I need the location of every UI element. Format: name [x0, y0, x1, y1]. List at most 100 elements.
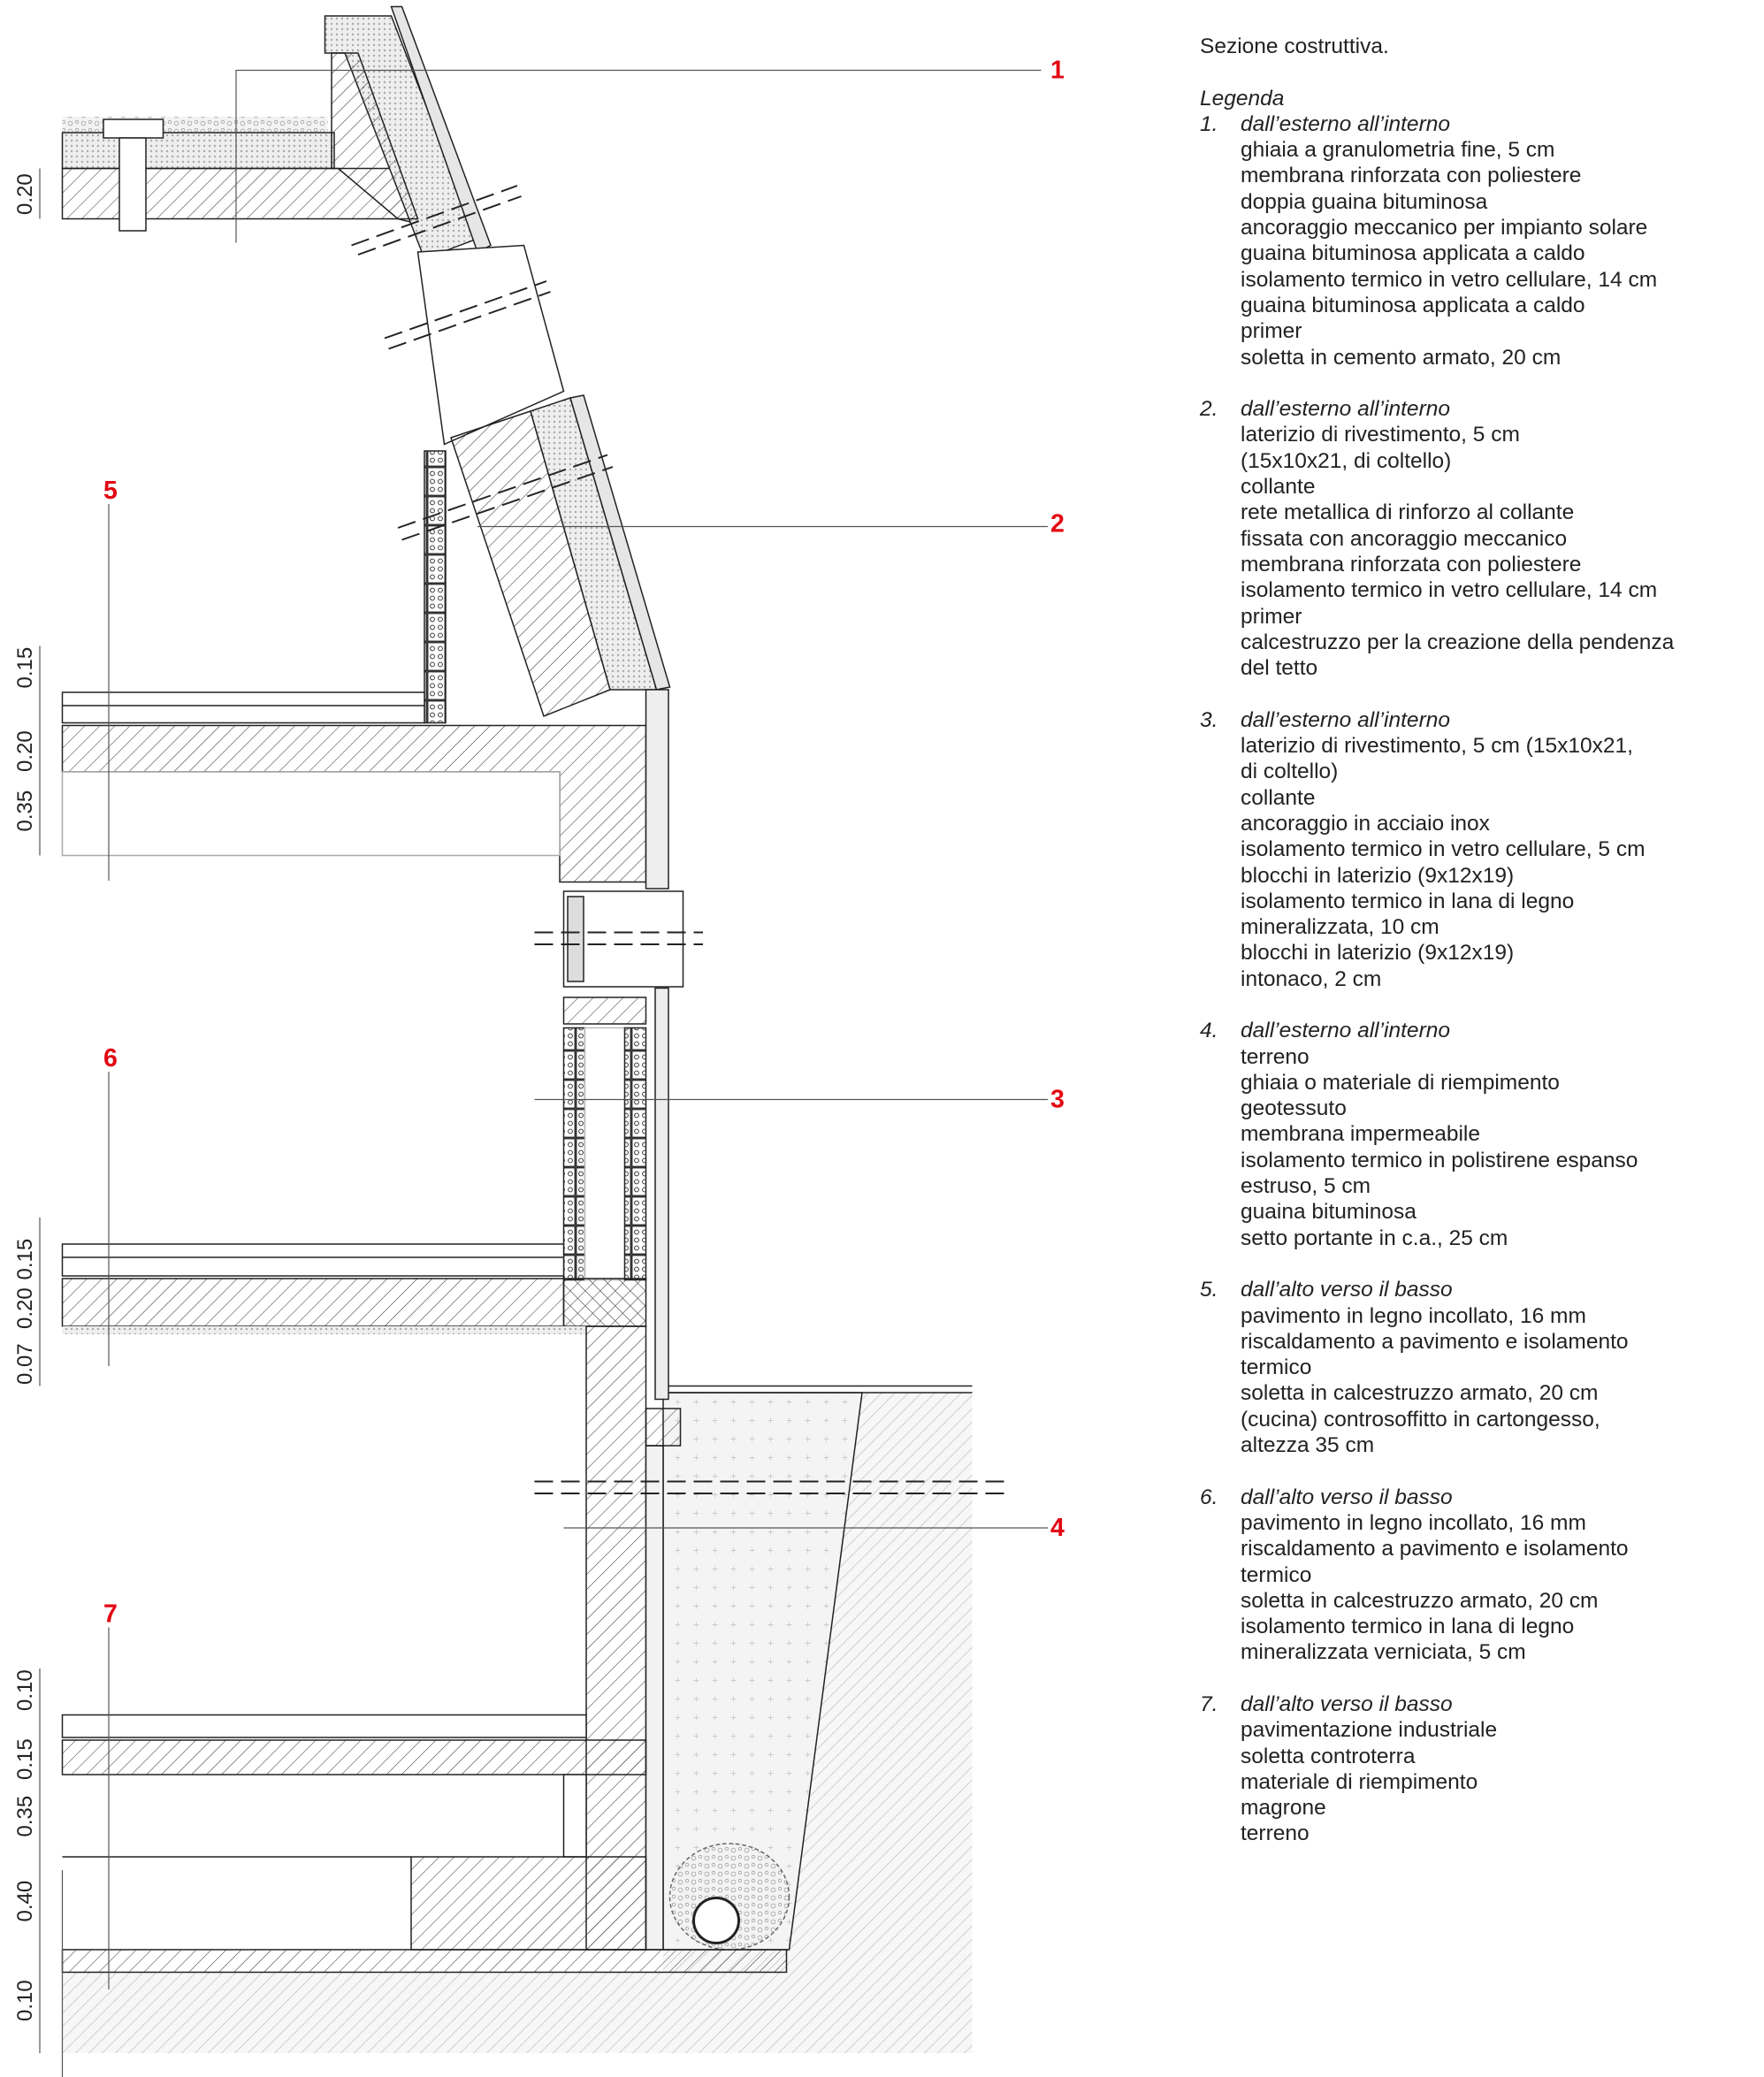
legend-item: isolamento termico in vetro cellulare, 1… [1241, 267, 1658, 292]
floor-6-support [562, 1278, 647, 1327]
legend-item: guaina bituminosa applicata a caldo [1241, 293, 1585, 317]
legend-item: terreno [1241, 1821, 1310, 1846]
block-wall-outer [623, 1027, 647, 1281]
legend-section-heading: 5. dall’alto verso il basso [1200, 1277, 1674, 1302]
fill-void [562, 1774, 587, 1858]
legend-item: ancoraggio in acciaio inox [1241, 811, 1490, 836]
legend-item: geotessuto [1241, 1096, 1347, 1121]
drain-pipe [692, 1897, 740, 1944]
legend-section-heading: 7.dall’alto verso il basso [1200, 1691, 1674, 1717]
legend-item: primer [1241, 319, 1302, 344]
legend-number: 3. [1200, 707, 1218, 732]
legend-item: soletta in calcestruzzo armato, 20 cm [1241, 1381, 1599, 1406]
legend-section-heading: 2. dall’esterno all’interno [1200, 396, 1674, 422]
wood-wool-insulation [584, 1027, 626, 1281]
dimension-label: 0.10 [13, 1980, 37, 2021]
dimension-label: 0.15 [13, 1239, 37, 1280]
legend-item: ancoraggio meccanico per impianto solare [1241, 216, 1648, 241]
legend-number: 2. [1200, 397, 1218, 422]
legend-item: isolamento termico in vetro cellulare, 5… [1241, 837, 1646, 862]
callout-4: 4 [1050, 1514, 1065, 1542]
section-geometry [39, 5, 1048, 2077]
legend-item: intonaco, 2 cm [1241, 966, 1382, 991]
legend-section-heading: 1.dall’esterno all’interno [1200, 111, 1674, 137]
legend-item: guaina bituminosa applicata a caldo [1241, 241, 1585, 266]
legend-direction: dall’alto verso il basso [1241, 1278, 1453, 1302]
floor-6-finish [61, 1243, 565, 1277]
block-wall-inner [562, 1027, 586, 1281]
floor-5-finish [61, 691, 425, 724]
legend-item: isolamento termico in lana di legno [1241, 889, 1575, 913]
leader-lines [39, 69, 1048, 2077]
dimension-labels: 0.20 0.15 0.20 0.35 0.15 0.20 0.07 0.10 … [13, 173, 37, 2021]
legend-item: riscaldamento a pavimento e isolamento [1241, 1329, 1629, 1354]
legend-item: magrone [1241, 1796, 1326, 1821]
window-upper [416, 244, 565, 446]
legend-item: soletta controterra [1241, 1744, 1416, 1768]
dimension-label: 0.35 [13, 790, 37, 832]
legend-direction: dall’esterno all’interno [1241, 111, 1450, 136]
legend-item: membrana rinforzata con poliestere [1241, 164, 1582, 188]
footing [410, 1856, 647, 1951]
legend-item: doppia guaina bituminosa [1241, 189, 1488, 214]
legend-item: calcestruzzo per la creazione della pend… [1241, 630, 1675, 654]
legend-number: 5. [1200, 1278, 1218, 1302]
dimension-label: 0.10 [13, 1669, 37, 1711]
lintel [562, 997, 647, 1025]
legend-item: del tetto [1241, 656, 1318, 681]
lean-concrete [61, 1949, 788, 1974]
dimension-label: 0.20 [13, 730, 37, 772]
retaining-wall [585, 1325, 647, 1951]
ground [62, 1972, 973, 2053]
legend-item: setto portante in c.a., 25 cm [1241, 1226, 1508, 1250]
floor-7-finish [61, 1714, 587, 1738]
legend-item: estruso, 5 cm [1241, 1174, 1371, 1199]
legend-direction: dall’esterno all’interno [1241, 397, 1450, 422]
legend-item: blocchi in laterizio (9x12x19) [1241, 863, 1515, 888]
legend-item: laterizio di rivestimento, 5 cm (15x10x2… [1241, 734, 1633, 759]
legend-item: termico [1241, 1355, 1312, 1380]
legend-item: blocchi in laterizio (9x12x19) [1241, 941, 1515, 966]
legend-item: collante [1241, 475, 1316, 500]
legend-item: mineralizzata verniciata, 5 cm [1241, 1640, 1526, 1665]
legend-item: ghiaia o materiale di riempimento [1241, 1070, 1560, 1095]
legend-section-heading: 4.dall’esterno all’interno [1200, 1018, 1674, 1043]
legend-item: membrana impermeabile [1241, 1122, 1480, 1147]
legend-item: guaina bituminosa [1241, 1200, 1417, 1225]
legend-item: isolamento termico in lana di legno [1241, 1615, 1575, 1639]
floor-6-slab [61, 1278, 565, 1327]
legend-direction: dall’alto verso il basso [1241, 1485, 1453, 1509]
caption-title: Sezione costruttiva. [1200, 34, 1389, 58]
dimension-label: 0.40 [13, 1881, 37, 1922]
floor-7-slab [61, 1739, 647, 1775]
legend-item: ghiaia a granulometria fine, 5 cm [1241, 138, 1555, 163]
legend-heading: Legenda [1200, 86, 1285, 111]
legend-item: pavimento in legno incollato, 16 mm [1241, 1510, 1586, 1535]
legend-item: terreno [1241, 1044, 1310, 1069]
legend-panel: Sezione costruttiva. Legenda 1.dall’este… [1200, 34, 1674, 1873]
dimension-label: 0.35 [13, 1796, 37, 1837]
legend-item: primer [1241, 604, 1302, 629]
block-wall-upper [424, 450, 447, 724]
dimension-label: 0.20 [13, 1287, 37, 1329]
legend-number: 6. [1200, 1485, 1218, 1509]
callout-2: 2 [1050, 510, 1065, 538]
callout-1: 1 [1050, 57, 1065, 85]
dimension-label: 0.07 [13, 1343, 37, 1385]
legend-item: laterizio di rivestimento, 5 cm [1241, 423, 1520, 447]
roof-drain [103, 118, 164, 139]
dimension-label: 0.15 [13, 647, 37, 689]
legend-item: collante [1241, 785, 1316, 810]
roof-gravel [62, 117, 328, 133]
callout-7: 7 [103, 1600, 118, 1629]
sloped-wall-2-cladding [569, 394, 671, 691]
legend-item: materiale di riempimento [1241, 1769, 1478, 1794]
legend-item: (15x10x21, di coltello) [1241, 448, 1452, 473]
